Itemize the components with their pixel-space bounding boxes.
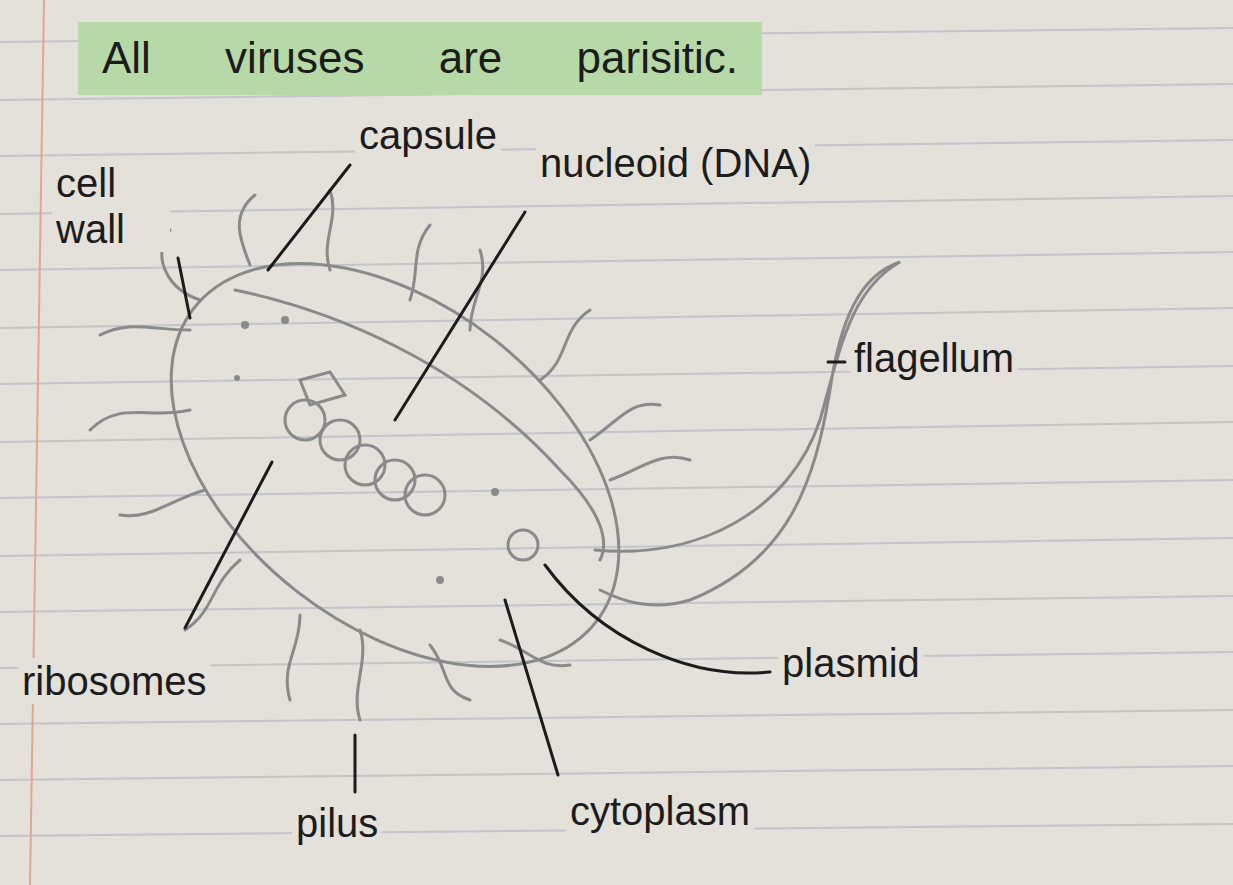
nucleoid-label: nucleoid (DNA) (536, 140, 815, 186)
cell-wall-label: cell wall (52, 160, 170, 252)
ribosomes-label: ribosomes (18, 658, 211, 704)
cytoplasm-label: cytoplasm (566, 788, 754, 834)
flagellum-label: flagellum (850, 335, 1018, 381)
page-title: All viruses are parisitic. (78, 22, 762, 95)
capsule-label: capsule (355, 112, 501, 158)
pilus-label: pilus (292, 800, 382, 846)
plasmid-label: plasmid (778, 640, 924, 686)
margin-line (30, 0, 44, 885)
ribosome-dots (234, 316, 499, 584)
leader-lines (178, 165, 845, 792)
ruled-lines (0, 28, 1233, 836)
